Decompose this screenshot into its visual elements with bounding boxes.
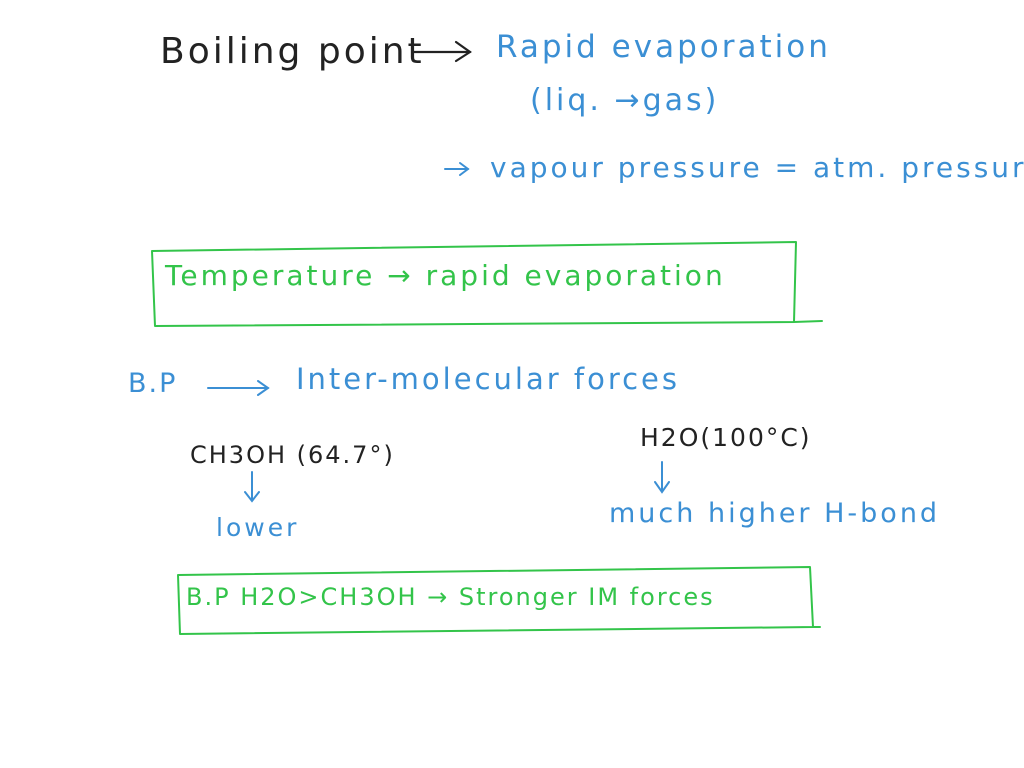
note-vapour-pressure: vapour pressure = atm. pressure xyxy=(490,151,1024,184)
note-much-higher-h-bond: much higher H-bond xyxy=(609,498,941,529)
note-ch3oh-boiling-point: CH3OH (64.7°) xyxy=(190,441,395,469)
heading-boiling-point: Boiling point xyxy=(160,31,425,72)
arrow-down-ch3oh xyxy=(244,471,260,503)
note-rapid-evaporation: Rapid evaporation xyxy=(496,29,831,65)
arrow-vapour xyxy=(444,162,470,176)
note-h2o-boiling-point: H2O(100°C) xyxy=(640,423,812,452)
boxed-note-conclusion: B.P H2O>CH3OH → Stronger IM forces xyxy=(186,583,715,611)
boxed-note-temperature: Temperature → rapid evaporation xyxy=(165,259,726,292)
note-liquid-to-gas: (liq. →gas) xyxy=(530,83,720,118)
note-intermolecular-forces: Inter-molecular forces xyxy=(296,362,680,396)
arrow-bp-to-imf xyxy=(207,380,270,396)
arrow-down-h2o xyxy=(654,461,670,494)
highlight-box-conclusion xyxy=(177,566,821,635)
arrow-boiling-to-rapid xyxy=(412,40,472,63)
note-lower: lower xyxy=(216,513,300,542)
note-bp-label: B.P xyxy=(128,368,178,399)
highlight-box-temperature xyxy=(151,241,823,327)
